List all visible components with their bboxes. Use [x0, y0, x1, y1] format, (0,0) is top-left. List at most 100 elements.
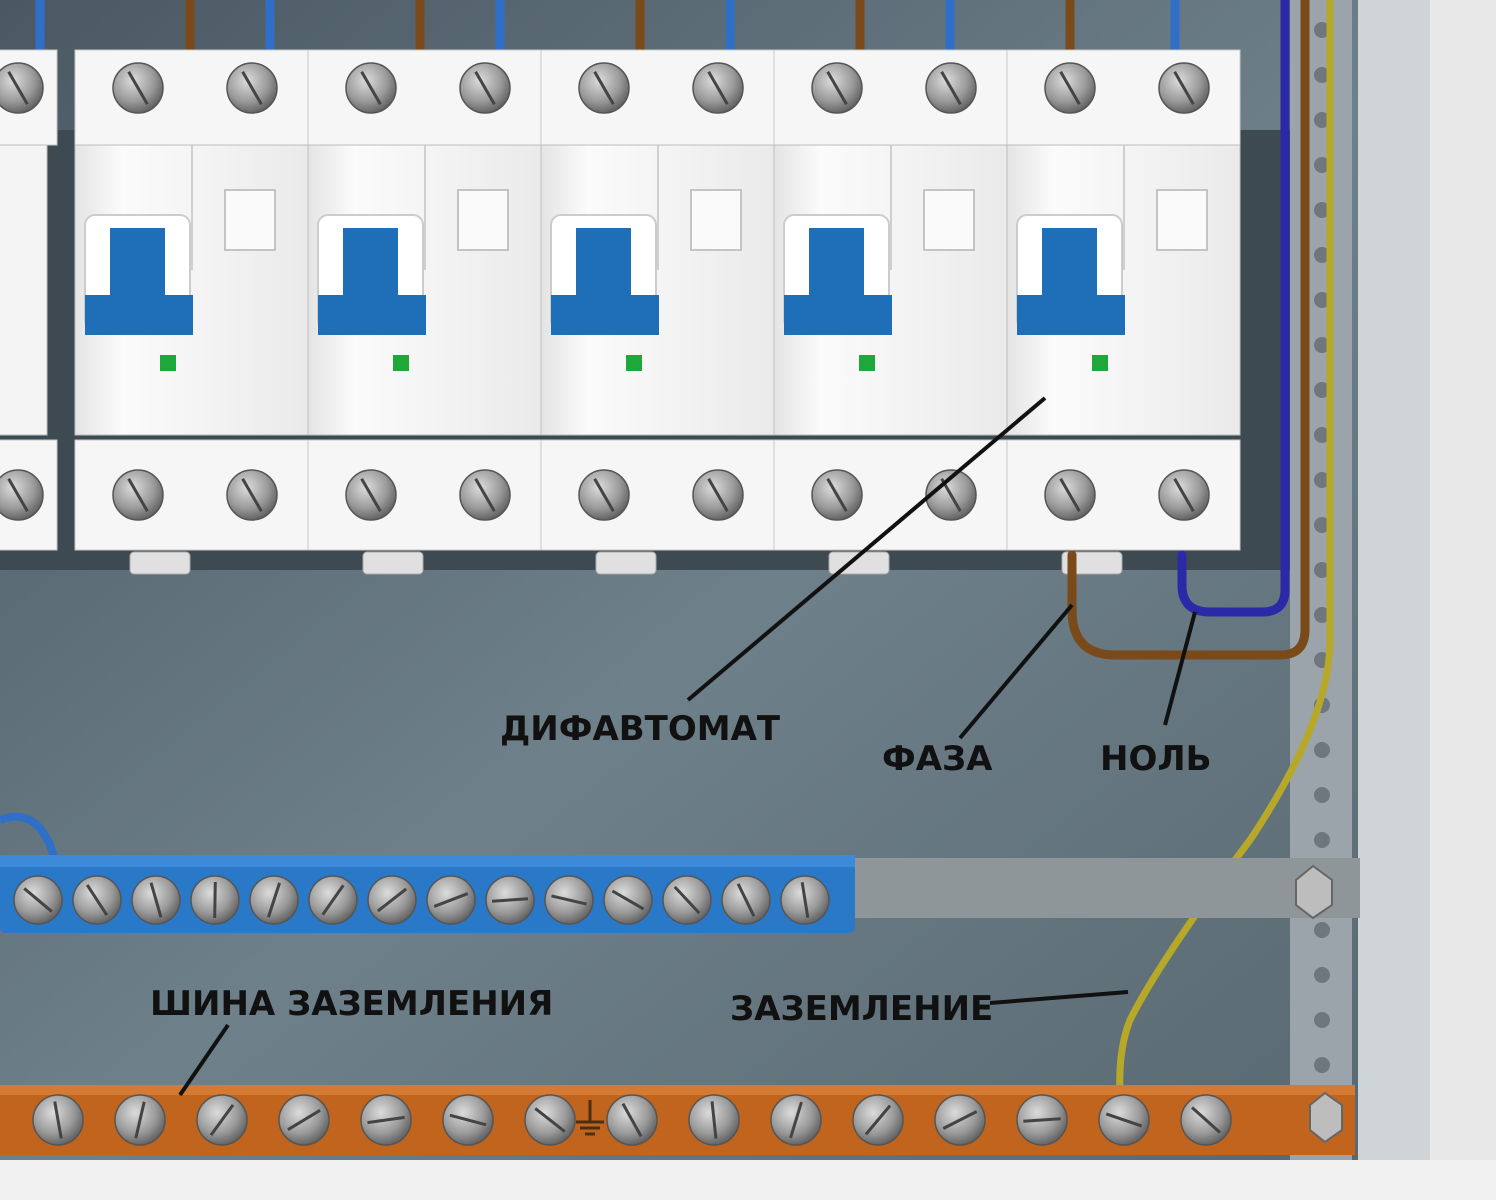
status-indicator	[160, 355, 176, 371]
neutral-bus-screw	[780, 875, 830, 925]
ground-bus-screw	[442, 1094, 494, 1146]
ground-bus-nut	[1309, 1091, 1343, 1144]
terminal-screw	[925, 62, 977, 114]
rail-hole	[1314, 967, 1330, 983]
toggle-lever	[576, 228, 631, 308]
rail-hole	[1314, 292, 1330, 308]
enclosure-side-panel	[1358, 0, 1430, 1200]
neutral-bus-screw	[308, 875, 358, 925]
terminal-screw	[692, 62, 744, 114]
phase-wire	[1067, 0, 1310, 660]
toggle-lever	[809, 228, 864, 308]
rcbo-breaker	[540, 49, 775, 575]
neutral-bus-screw	[603, 875, 653, 925]
rcbo-breaker	[74, 49, 309, 575]
test-button	[1156, 189, 1208, 251]
rcbo-leader	[686, 396, 1047, 702]
rail-hole	[1314, 607, 1330, 623]
terminal-screw	[112, 62, 164, 114]
rail-hole	[1314, 832, 1330, 848]
rail-hole	[1314, 202, 1330, 218]
rail-hole	[1314, 517, 1330, 533]
rail-hole	[1314, 67, 1330, 83]
rail-hole	[1314, 382, 1330, 398]
din-clip	[129, 551, 191, 575]
terminal-screw	[0, 469, 44, 521]
neutral-bus-screw	[190, 875, 240, 925]
incoming-wires	[35, 0, 1180, 55]
toggle-handle	[85, 295, 193, 335]
neutral-bus-screw	[485, 875, 535, 925]
phase-label: ФАЗА	[882, 739, 993, 779]
test-button	[224, 189, 276, 251]
neutral-bus	[0, 812, 1360, 933]
ground-bus-screw	[852, 1094, 904, 1146]
neutral-bus-screw	[662, 875, 712, 925]
rail-hole	[1314, 22, 1330, 38]
terminal-screw	[112, 469, 164, 521]
terminal-screw	[345, 62, 397, 114]
terminal-screw	[692, 469, 744, 521]
rail-hole	[1314, 1057, 1330, 1073]
test-button	[457, 189, 509, 251]
toggle-handle	[1017, 295, 1125, 335]
ground-bus-screw	[934, 1094, 986, 1146]
rail-hole	[1314, 157, 1330, 173]
test-button	[923, 189, 975, 251]
ground-bus-screw	[1098, 1094, 1150, 1146]
ground-bus-leader	[178, 1023, 230, 1097]
rail-hole	[1314, 247, 1330, 263]
terminal-screw	[1158, 469, 1210, 521]
din-clip	[1061, 551, 1123, 575]
enclosure-bottom-edge	[0, 1160, 1496, 1200]
rail-hole	[1314, 427, 1330, 443]
rcbo-breaker	[1006, 49, 1241, 575]
terminal-screw	[578, 469, 630, 521]
rcbo-breaker-row	[0, 49, 1241, 575]
mounting-rail-right	[1290, 0, 1352, 1160]
ground-bus-screw	[688, 1094, 740, 1146]
rail-hole	[1314, 1012, 1330, 1028]
terminal-screw	[811, 62, 863, 114]
rcbo-breaker	[307, 49, 542, 575]
ground-bus-screw	[770, 1094, 822, 1146]
terminal-screw	[459, 62, 511, 114]
neutral-bus-screw	[367, 875, 417, 925]
din-clip	[362, 551, 424, 575]
ground-bus-screw	[524, 1094, 576, 1146]
neutral-leader	[1163, 611, 1197, 726]
enclosure-right-wall	[1430, 0, 1496, 1200]
neutral-bus-screw	[426, 875, 476, 925]
ground-bus-screw	[196, 1094, 248, 1146]
ground-leader	[989, 990, 1129, 1005]
terminal-screw	[459, 469, 511, 521]
ground-bus-label: ШИНА ЗАЗЕМЛЕНИЯ	[150, 984, 553, 1024]
rail-hole	[1314, 742, 1330, 758]
terminal-screw	[1044, 62, 1096, 114]
rcbo-label: ДИФАВТОМАТ	[500, 709, 781, 749]
phase-leader	[958, 603, 1074, 740]
neutral-bus-screw	[249, 875, 299, 925]
ground-bus-screw	[114, 1094, 166, 1146]
terminal-screw	[226, 62, 278, 114]
terminal-screw	[1044, 469, 1096, 521]
ground-symbol-icon	[576, 1100, 604, 1136]
toggle-handle	[784, 295, 892, 335]
rcbo-breaker	[773, 49, 1008, 575]
neutral-label: НОЛЬ	[1100, 739, 1212, 779]
neutral-bus-screw	[13, 875, 63, 925]
terminal-screw	[578, 62, 630, 114]
toggle-handle	[551, 295, 659, 335]
rail-hole	[1314, 337, 1330, 353]
terminal-screw	[345, 469, 397, 521]
toggle-handle	[318, 295, 426, 335]
toggle-lever	[110, 228, 165, 308]
neutral-jumper-wire	[0, 812, 59, 862]
terminal-screw	[226, 469, 278, 521]
rail-hole	[1314, 922, 1330, 938]
rail-hole	[1314, 112, 1330, 128]
terminal-screw	[0, 62, 44, 114]
rcbo-breaker-partial	[0, 49, 58, 551]
ground-bus-screw	[606, 1094, 658, 1146]
ground-bus	[0, 1085, 1355, 1155]
